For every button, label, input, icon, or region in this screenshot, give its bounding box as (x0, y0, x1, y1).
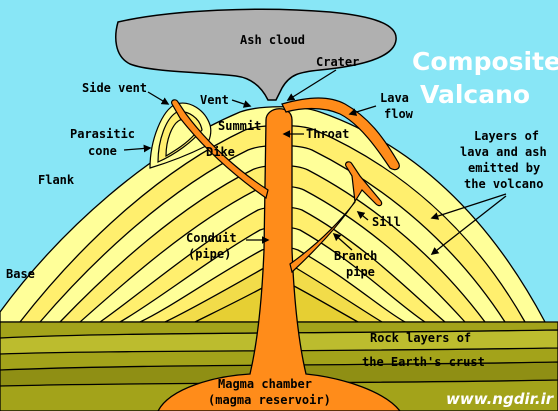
label-sill: Sill (372, 215, 401, 229)
label-layers-1: Layers of (474, 129, 539, 143)
arrow-lava-flow (348, 105, 377, 116)
diagram-title-line2: Valcano (420, 80, 530, 109)
diagram-title-line1: Composite (412, 47, 558, 76)
label-layers-4: the volcano (464, 177, 543, 191)
label-rock-1: Rock layers of (370, 331, 471, 345)
label-conduit-1: Conduit (186, 231, 237, 245)
label-branch-1: Branch (334, 249, 377, 263)
branch-pipe (289, 161, 383, 274)
label-lava-flow-1: Lava (380, 91, 409, 105)
label-layers-3: emitted by (468, 161, 540, 175)
watermark: www.ngdir.ir (446, 390, 555, 408)
arrow-layers-b (430, 195, 507, 255)
label-lava-flow-2: flow (384, 107, 414, 121)
label-summit: Summit (218, 119, 261, 133)
label-base: Base (6, 267, 35, 281)
side-vent-pipe (171, 99, 269, 199)
label-magma-2: (magma reservoir) (208, 393, 331, 407)
arrow-branch (332, 232, 353, 251)
label-parasitic-2: cone (88, 144, 117, 158)
label-rock-2: the Earth's crust (362, 355, 485, 369)
arrow-layers-a (430, 193, 507, 220)
arrow-sill (356, 211, 369, 221)
label-flank: Flank (38, 173, 75, 187)
label-layers-2: lava and ash (460, 145, 547, 159)
label-ash-cloud: Ash cloud (240, 33, 305, 47)
label-throat: Throat (306, 127, 349, 141)
ash-cloud (115, 8, 397, 101)
label-dike: Dike (206, 145, 235, 159)
label-side-vent: Side vent (82, 81, 147, 95)
pointer-arrows (123, 69, 507, 255)
label-parasitic-1: Parasitic (70, 127, 135, 141)
label-branch-2: pipe (346, 265, 375, 279)
arrow-parasitic (123, 144, 152, 153)
arrow-vent (231, 99, 252, 108)
label-magma-1: Magma chamber (218, 377, 312, 391)
arrow-side-vent (147, 91, 170, 105)
label-conduit-2: (pipe) (188, 247, 231, 261)
magma-chamber (157, 108, 401, 411)
arrow-crater (286, 69, 337, 101)
label-vent: Vent (200, 93, 229, 107)
label-crater: Crater (316, 55, 359, 69)
lava-flow (281, 97, 400, 171)
